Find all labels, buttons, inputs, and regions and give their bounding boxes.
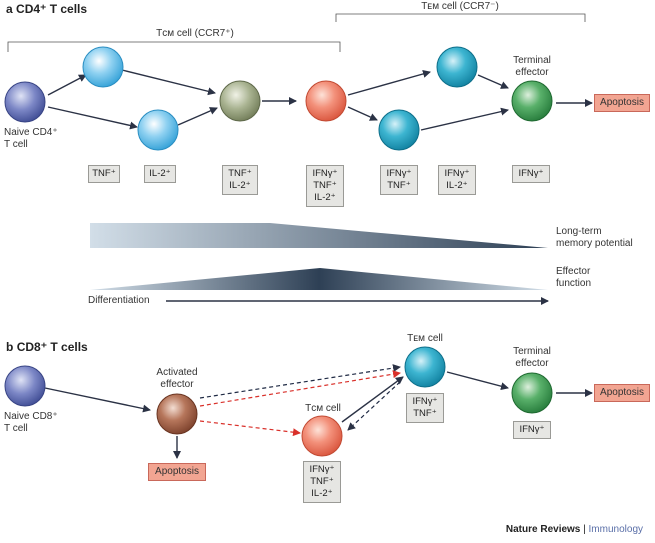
terminal-effector-cd8-label: Terminal effector: [502, 346, 562, 370]
tcm-cell-upper: [82, 46, 124, 88]
cytokine-line: IL-2⁺: [311, 488, 333, 499]
journal-name: Nature Reviews: [505, 524, 581, 535]
cytokine-line: TNF⁺: [313, 180, 337, 191]
panel-b-arrows: [44, 364, 593, 459]
tem-cell-upper: [436, 46, 478, 88]
apoptosis-box-b-right: Apoptosis: [594, 384, 650, 402]
transition-cell: [305, 80, 347, 122]
effector-label-line2: function: [556, 278, 592, 289]
cytokine-box-tem-cd8: IFNγ⁺ TNF⁺: [406, 393, 444, 423]
cytokine-line: IL-2⁺: [229, 180, 251, 191]
memory-label-line1: Long-term: [556, 226, 602, 237]
tem-cd8-cell: [404, 346, 446, 388]
tem-bracket-label: Tᴇᴍ cell (CCR7⁻): [421, 1, 499, 12]
memory-potential-bar: [90, 223, 548, 248]
panel-a-title: a CD4⁺ T cells: [6, 2, 87, 16]
activated-effector-cell: [156, 393, 198, 435]
cytokine-line: TNF⁺: [387, 180, 411, 191]
cytokine-line: IFNγ⁺: [412, 396, 438, 407]
naive-cd4-cell: [4, 81, 46, 123]
differentiation-label: Differentiation: [88, 295, 150, 306]
terminal-effector-cd8-cell: [511, 372, 553, 414]
panel-a-arrows: [47, 69, 593, 131]
naive-cd4-label-line2: T cell: [4, 139, 28, 150]
cytokine-line: IFNγ⁺: [519, 424, 545, 435]
cytokine-line: IFNγ⁺: [309, 464, 335, 475]
naive-cd8-label-line2: T cell: [4, 423, 28, 434]
cytokine-box-tnf: TNF⁺: [88, 165, 120, 183]
cytokine-box-ifng-il2: IFNγ⁺ IL-2⁺: [438, 165, 476, 195]
cytokine-box-ifng: IFNγ⁺: [512, 165, 550, 183]
cytokine-box-il2: IL-2⁺: [144, 165, 176, 183]
terminal-effector-label: Terminal effector: [502, 55, 562, 79]
cytokine-line: TNF⁺: [413, 408, 437, 419]
tcm-cell-lower: [137, 109, 179, 151]
naive-cd4-label-line1: Naive CD4⁺: [4, 127, 58, 138]
tcm-cd8-label: Tᴄᴍ cell: [305, 403, 341, 414]
memory-potential-label: Long-term memory potential: [556, 226, 651, 250]
cytokine-line: TNF⁺: [92, 168, 116, 179]
cytokine-box-ifng-tnf-il2: IFNγ⁺ TNF⁺ IL-2⁺: [306, 165, 344, 207]
apoptosis-box-a: Apoptosis: [594, 94, 650, 112]
panel-a-letter: a: [6, 2, 13, 16]
tem-bracket: [335, 13, 586, 22]
cytokine-line: IFNγ⁺: [386, 168, 412, 179]
cytokine-line: IL-2⁺: [314, 192, 336, 203]
effector-function-bar: [90, 268, 548, 290]
journal-separator: |: [580, 524, 589, 535]
terminal-label-line2: effector: [515, 67, 549, 78]
cytokine-line: IL-2⁺: [446, 180, 468, 191]
cytokine-box-tnf-il2: TNF⁺ IL-2⁺: [222, 165, 258, 195]
tcm-cd8-cell: [301, 415, 343, 457]
tem-cell-lower: [378, 109, 420, 151]
cytokine-line: IFNγ⁺: [312, 168, 338, 179]
cytokine-line: IL-2⁺: [149, 168, 171, 179]
cytokine-box-tcm-cd8: IFNγ⁺ TNF⁺ IL-2⁺: [303, 461, 341, 503]
tcm-bracket: [7, 41, 341, 52]
naive-cd4-label: Naive CD4⁺ T cell: [4, 127, 74, 151]
cytokine-line: IFNγ⁺: [444, 168, 470, 179]
terminal-effector-cell: [511, 80, 553, 122]
activated-effector-label: Activated effector: [145, 367, 209, 391]
memory-label-line2: memory potential: [556, 238, 633, 249]
journal-credit: Nature Reviews | Immunology: [506, 524, 643, 535]
terminal-cd8-label-line1: Terminal: [513, 346, 551, 357]
panel-b-heading: CD8⁺ T cells: [16, 340, 88, 354]
cytokine-line: TNF⁺: [228, 168, 252, 179]
panel-a-heading: CD4⁺ T cells: [16, 2, 88, 16]
naive-cd8-label: Naive CD8⁺ T cell: [4, 411, 74, 435]
tcm-cell-double: [219, 80, 261, 122]
tcm-bracket-label: Tᴄᴍ cell (CCR7⁺): [156, 28, 234, 39]
cytokine-line: IFNγ⁺: [518, 168, 544, 179]
effector-label-line1: Effector: [556, 266, 591, 277]
journal-subject: Immunology: [588, 524, 643, 535]
panel-b-letter: b: [6, 340, 14, 354]
panel-b-title: b CD8⁺ T cells: [6, 340, 88, 354]
terminal-cd8-label-line2: effector: [515, 358, 549, 369]
naive-cd8-cell: [4, 365, 46, 407]
naive-cd8-label-line1: Naive CD8⁺: [4, 411, 58, 422]
activated-label-line1: Activated: [156, 367, 198, 378]
activated-label-line2: effector: [160, 379, 194, 390]
cytokine-line: TNF⁺: [310, 476, 334, 487]
tem-cd8-label: Tᴇᴍ cell: [407, 333, 443, 344]
effector-function-label: Effector function: [556, 266, 651, 290]
cytokine-box-ifng-tnf: IFNγ⁺ TNF⁺: [380, 165, 418, 195]
terminal-label-line1: Terminal: [513, 55, 551, 66]
cytokine-box-terminal-cd8: IFNγ⁺: [513, 421, 551, 439]
apoptosis-box-b-left: Apoptosis: [148, 463, 206, 481]
